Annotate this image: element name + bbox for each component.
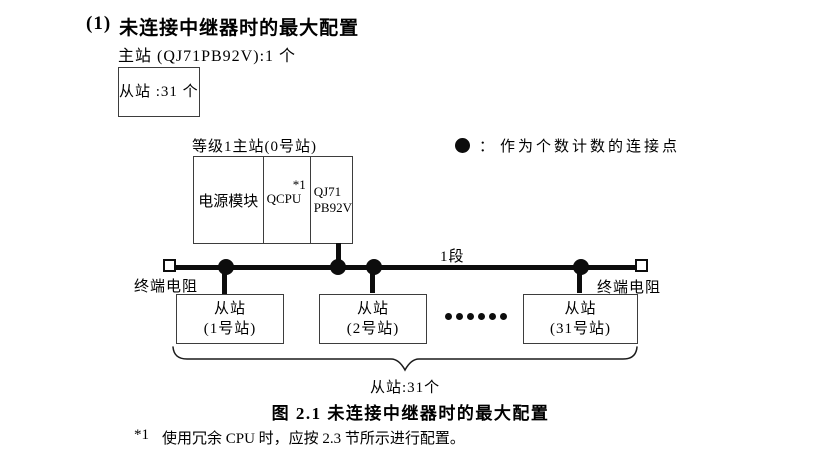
slave-box-2: 从站 (2号站) <box>319 294 427 344</box>
drop-line-master <box>336 243 341 268</box>
bus-connection-dot-slave31 <box>573 259 589 275</box>
footnote: *1 使用冗余 CPU 时，应按 2.3 节所示进行配置。 <box>134 427 465 448</box>
pb92v-line2: PB92V <box>313 200 352 215</box>
footnote-marker: *1 <box>134 427 149 443</box>
legend: ： 作为个数计数的连接点 <box>455 135 680 156</box>
slave-station-no: (1号站) <box>203 321 257 337</box>
slave-spec-line: 从站 :31 个 <box>118 67 200 117</box>
drop-line-slave31 <box>577 269 582 293</box>
legend-colon: ： <box>479 139 495 155</box>
connection-point-icon <box>455 138 470 153</box>
brace <box>172 346 638 372</box>
legend-text: 作为个数计数的连接点 <box>500 139 681 155</box>
slave-box-31: 从站 (31号站) <box>523 294 638 344</box>
cpu-label: QCPU <box>266 191 302 206</box>
slave-box-1: 从站 (1号站) <box>176 294 284 344</box>
ellipsis-dots-icon <box>445 313 507 320</box>
slave-name: 从站 <box>356 301 389 317</box>
slave-station-no: (31号站) <box>550 321 611 337</box>
bus-line <box>172 265 638 270</box>
drop-line-slave1 <box>222 269 227 295</box>
master-spec-line: 主站 (QJ71PB92V):1 个 <box>118 48 297 65</box>
section-heading: (1) 未连接中继器时的最大配置 <box>86 13 359 40</box>
bus-connection-dot-slave2 <box>366 259 382 275</box>
terminator-square-left <box>163 259 176 272</box>
drop-line-slave2 <box>370 269 375 293</box>
figure-caption: 图 2.1 未连接中继器时的最大配置 <box>271 404 550 423</box>
terminator-label-left: 终端电阻 <box>134 279 199 295</box>
slave-name: 从站 <box>564 301 597 317</box>
pb92v-line1: QJ71 <box>313 184 342 199</box>
power-module-cell: 电源模块 <box>198 193 259 210</box>
bus-connection-dot-slave1 <box>218 259 234 275</box>
master-station-label: 等级1主站(0号站) <box>192 139 317 155</box>
slave-count-label: 从站:31个 <box>370 380 441 396</box>
pb92v-cell: QJ71 PB92V <box>309 157 352 243</box>
bus-connection-dot-master <box>330 259 346 275</box>
heading-number: (1) <box>86 13 112 34</box>
master-station-box: 电源模块 *1 QCPU QJ71 PB92V <box>193 156 353 244</box>
slave-name: 从站 <box>213 301 246 317</box>
heading-title: 未连接中继器时的最大配置 <box>119 18 360 39</box>
brace-path <box>172 346 638 372</box>
slave-station-no: (2号站) <box>346 321 400 337</box>
footnote-text: 使用冗余 CPU 时，应按 2.3 节所示进行配置。 <box>162 431 465 447</box>
terminator-label-right: 终端电阻 <box>597 280 662 296</box>
cpu-cell: *1 QCPU <box>262 157 310 243</box>
terminator-square-right <box>635 259 648 272</box>
segment-label: 1段 <box>440 249 465 265</box>
cpu-footnote-marker: *1 <box>292 177 306 192</box>
